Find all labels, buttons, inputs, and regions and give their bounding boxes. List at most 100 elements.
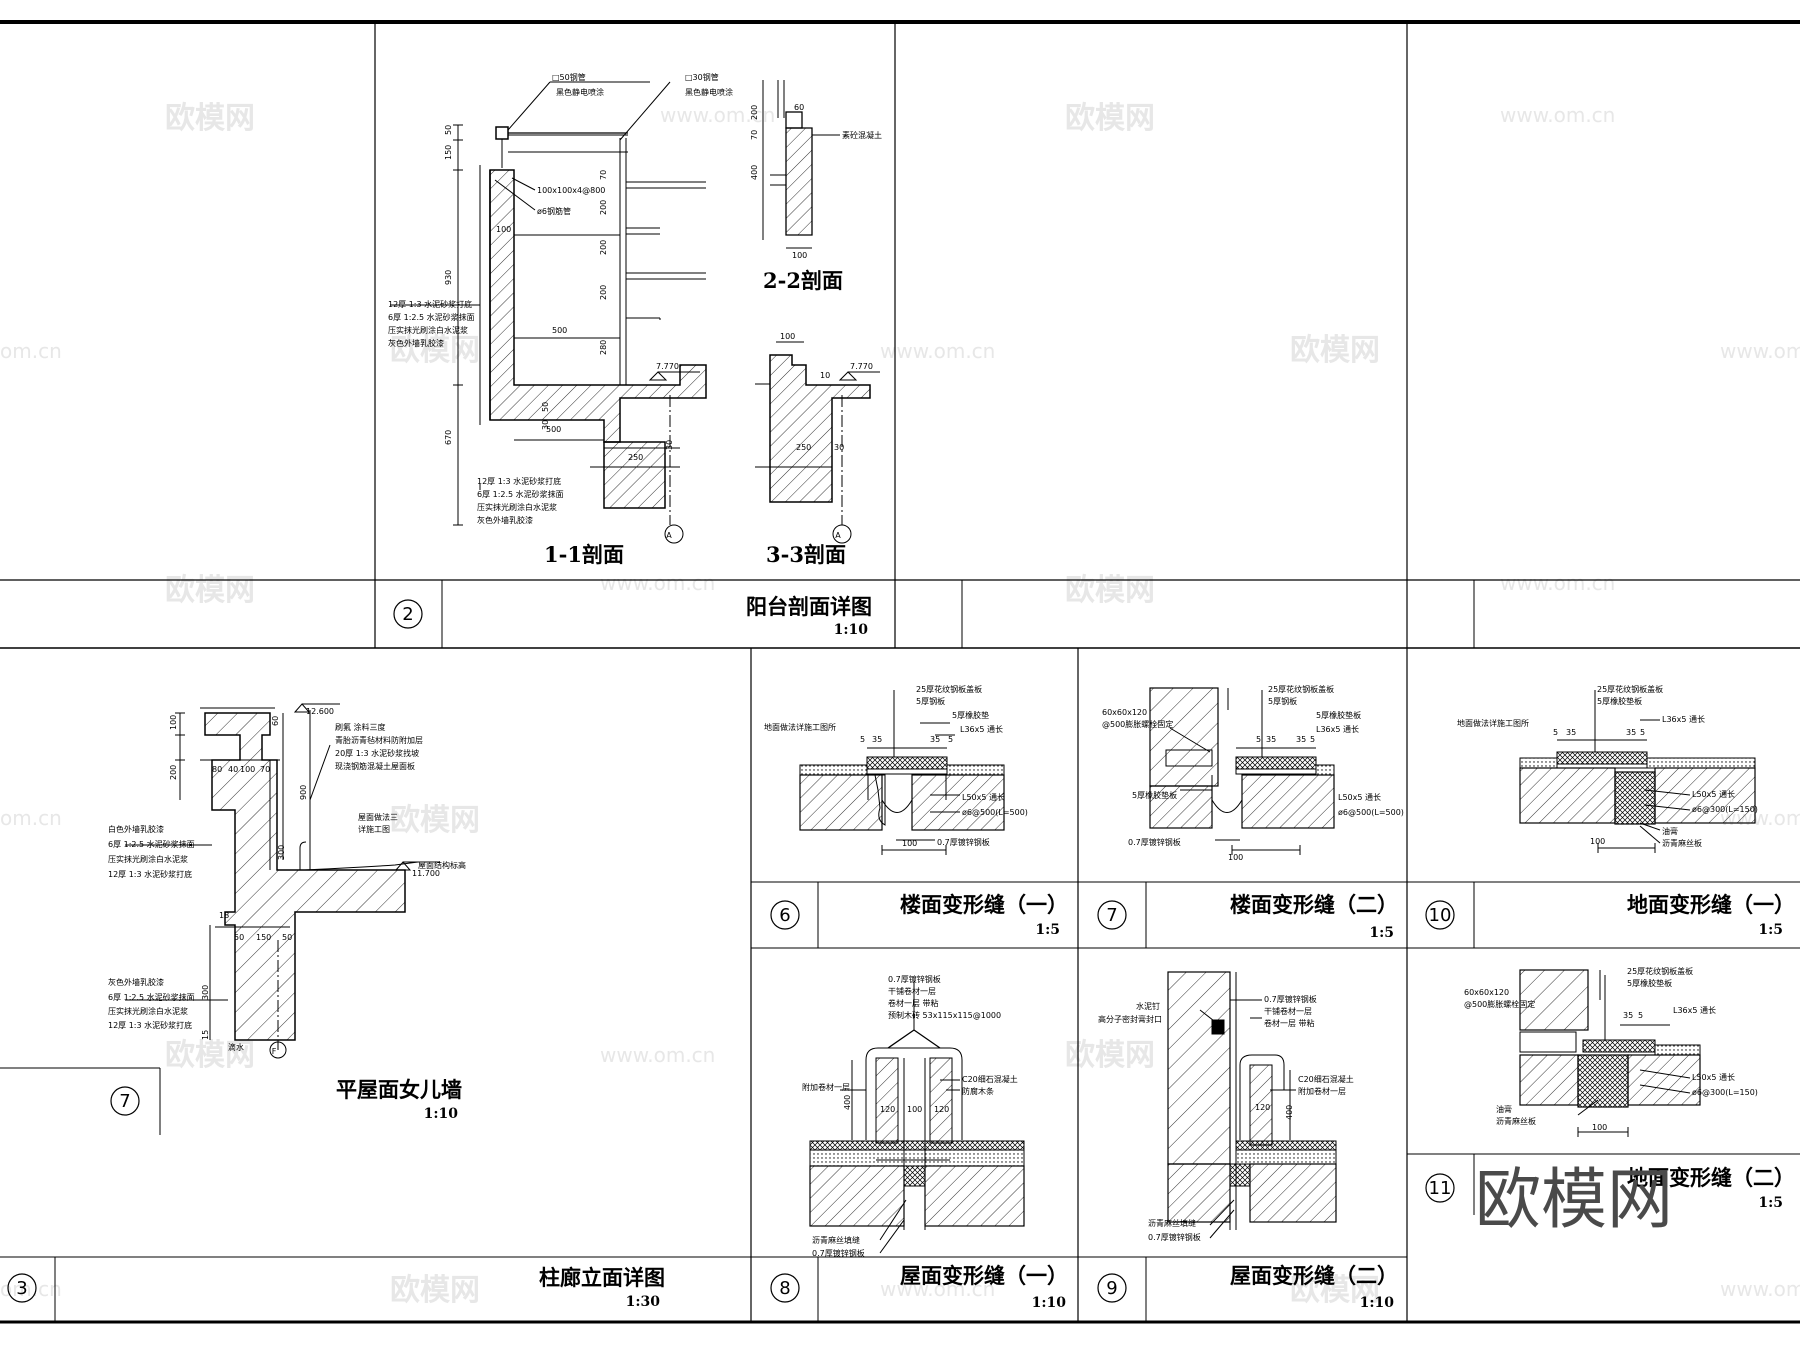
svg-text:@500膨胀螺栓固定: @500膨胀螺栓固定 [1102,719,1173,729]
detail-number-circle [1425,900,1455,930]
svg-text:200: 200 [599,240,608,255]
svg-text:100: 100 [780,332,795,341]
svg-text:120: 120 [880,1105,895,1114]
drawing-title-roof1: 8 屋面变形缝（一） 1:10 [770,1263,1068,1311]
svg-text:C20细石混凝土: C20细石混凝土 [1298,1074,1354,1084]
svg-text:5厚橡胶垫板: 5厚橡胶垫板 [1132,790,1177,800]
svg-text:250: 250 [796,443,811,452]
detail-number-circle [1097,900,1127,930]
svg-text:35: 35 [1266,735,1276,744]
svg-text:6厚 1:2.5 水泥砂浆抹面: 6厚 1:2.5 水泥砂浆抹面 [108,992,195,1002]
svg-text:5厚橡胶垫板: 5厚橡胶垫板 [1316,710,1361,720]
svg-text:11.700: 11.700 [412,869,440,878]
svg-text:50: 50 [234,933,244,942]
balcony-3-3-text: 100 10 250 30 7.770 A 3-3剖面 [766,332,873,567]
drawing-scale: 1:5 [1369,925,1394,941]
watermark-logo: 欧模网 [1065,573,1155,608]
watermark-logo: 欧模网 [390,1273,480,1308]
svg-text:5: 5 [1638,1011,1643,1020]
svg-text:100: 100 [792,251,807,260]
drawing-scale: 1:5 [1758,922,1783,938]
svg-text:12厚 1:3 水泥砂浆打底: 12厚 1:3 水泥砂浆打底 [477,476,561,486]
svg-text:L50x5 通长: L50x5 通长 [1338,792,1381,802]
svg-text:20厚 1:3 水泥砂浆找坡: 20厚 1:3 水泥砂浆找坡 [335,748,419,758]
svg-text:白色外墙乳胶漆: 白色外墙乳胶漆 [108,824,164,834]
svg-text:黑色静电喷涂: 黑色静电喷涂 [685,87,733,97]
svg-text:25厚花纹钢板盖板: 25厚花纹钢板盖板 [1268,684,1334,694]
svg-text:500: 500 [546,425,561,434]
watermark-url: om.cn [0,339,62,363]
drawing-title-ground2: 11 地面变形缝（二） 1:5 [1425,1165,1795,1211]
watermark-url: om.cn [0,806,62,830]
detail-number-circle [110,1086,140,1116]
svg-text:□30钢管: □30钢管 [685,72,719,82]
svg-text:0.7厚镀锌钢板: 0.7厚镀锌钢板 [937,837,990,847]
svg-text:5: 5 [860,735,865,744]
watermark-logo: 欧模网 [1065,101,1155,136]
svg-text:沥青麻丝板: 沥青麻丝板 [1496,1116,1536,1126]
svg-text:120: 120 [934,1105,949,1114]
drawing-scale: 1:10 [424,1106,459,1122]
detail-number-circle [1425,1173,1455,1203]
drawing-title: 楼面变形缝（二） [1230,892,1398,917]
svg-text:防腐木条: 防腐木条 [962,1086,994,1096]
roof-joint-2-section [1167,971,1337,1239]
svg-text:7.770: 7.770 [850,362,873,371]
detail-number: 10 [1429,905,1452,926]
svg-text:干铺卷材一层: 干铺卷材一层 [1264,1006,1312,1016]
svg-text:沥青麻丝填缝: 沥青麻丝填缝 [812,1235,860,1245]
detail-number: 2 [402,604,413,625]
svg-text:5厚橡胶垫: 5厚橡胶垫 [952,710,989,720]
svg-text:70: 70 [260,765,270,774]
roof-joint-2-text: 水泥钉 高分子密封膏封口 0.7厚镀锌钢板 干铺卷材一层 卷材一层 带粘 C20… [1098,994,1354,1242]
ground-joint-1-text: 25厚花纹钢板盖板 5厚橡胶垫板 L36x5 通长 L50x5 通长 ø6@30… [1457,684,1758,848]
svg-text:压实抹光刷涂白水泥浆: 压实抹光刷涂白水泥浆 [108,1006,188,1016]
watermark-layer: 欧模网 欧模网 www.om.cn www.om.cn om.cn 欧模网 ww… [0,101,1800,1308]
svg-text:地面做法详施工图所: 地面做法详施工图所 [1457,718,1529,728]
drawing-title-roof2: 9 屋面变形缝（二） 1:10 [1097,1263,1398,1311]
drawing-title: 屋面变形缝（一） [900,1263,1068,1288]
drawing-title-parapet: 7 平屋面女儿墙 1:10 [110,1077,462,1122]
svg-text:水泥钉: 水泥钉 [1136,1001,1160,1011]
svg-text:400: 400 [1285,1105,1294,1120]
svg-text:100: 100 [902,839,917,848]
detail-number-circle [7,1273,37,1303]
svg-text:L36x5 通长: L36x5 通长 [1316,724,1359,734]
svg-text:70: 70 [750,130,759,140]
svg-text:灰色外墙乳胶漆: 灰色外墙乳胶漆 [477,515,533,525]
watermark-logo: 欧模网 [390,803,480,838]
svg-text:150: 150 [256,933,271,942]
watermark-big-logo: 欧模网 [1475,1161,1673,1238]
watermark-logo: 欧模网 [390,333,480,368]
svg-text:干铺卷材一层: 干铺卷材一层 [888,986,936,996]
svg-text:900: 900 [299,785,308,800]
svg-text:80: 80 [212,765,222,774]
svg-text:灰色外墙乳胶漆: 灰色外墙乳胶漆 [388,338,444,348]
svg-text:100: 100 [907,1105,922,1114]
svg-text:0.7厚镀锌钢板: 0.7厚镀锌钢板 [1264,994,1317,1004]
svg-text:详施工图: 详施工图 [358,824,390,834]
svg-text:50: 50 [282,933,292,942]
svg-text:L50x5 通长: L50x5 通长 [1692,1072,1735,1082]
svg-text:200: 200 [599,285,608,300]
svg-text:250: 250 [628,453,643,462]
svg-text:35: 35 [872,735,882,744]
drawing-title: 柱廊立面详图 [539,1265,665,1290]
balcony-section-3-3 [755,341,880,544]
svg-text:卷材一层 带粘: 卷材一层 带粘 [888,998,939,1008]
svg-text:6厚 1:2.5 水泥砂浆抹面: 6厚 1:2.5 水泥砂浆抹面 [477,489,564,499]
drawing-title-colonnade: 3 柱廊立面详图 1:30 [7,1265,665,1310]
parapet-text: 12.600 11.700 F 刷氟 涂料三度 青胎沥青毡材料防附加层 20厚 … [108,707,466,1056]
svg-text:200: 200 [169,765,178,780]
svg-text:5厚橡胶垫板: 5厚橡胶垫板 [1627,978,1672,988]
svg-text:50: 50 [444,125,453,135]
watermark-url: www.om.cn [1720,339,1800,363]
ground-joint-1-section [1519,690,1756,853]
svg-text:0.7厚镀锌钢板: 0.7厚镀锌钢板 [1148,1232,1201,1242]
detail-number-circle [1097,1273,1127,1303]
svg-text:60x60x120: 60x60x120 [1464,988,1509,997]
watermark-logo: 欧模网 [1290,1273,1380,1308]
watermark-url: www.om.cn [1500,103,1615,127]
svg-text:ø6@300(L=150): ø6@300(L=150) [1692,1088,1758,1097]
